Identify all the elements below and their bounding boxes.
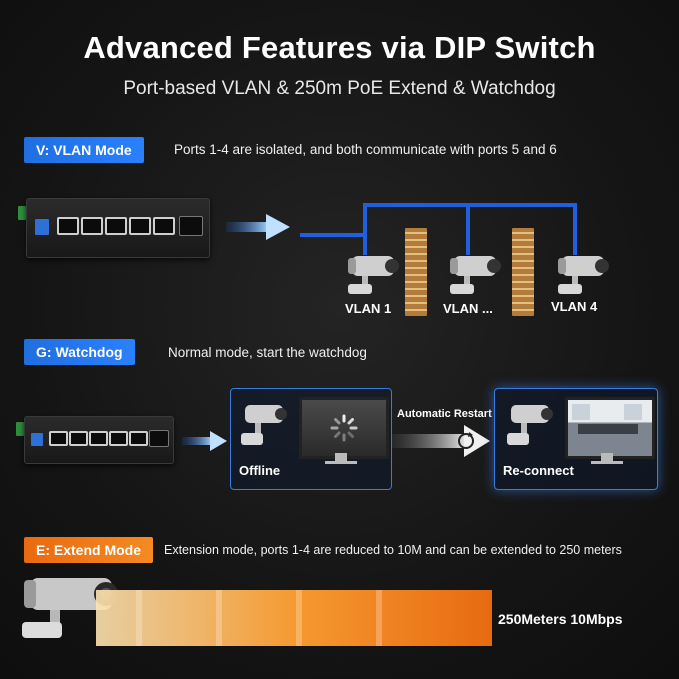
vlan-label-middle: VLAN ... [443,301,493,316]
vlan-mode-badge: V: VLAN Mode [24,137,144,163]
camera-icon [241,405,287,445]
vlan-label-1: VLAN 1 [345,301,392,316]
isolation-wall-icon [405,228,427,316]
switch-device-vlan [18,198,210,260]
camera-icon [507,405,553,445]
reconnect-label: Re-connect [503,463,574,478]
reconnect-panel: Re-connect [494,388,658,490]
camera-icon [558,256,609,294]
offline-label: Offline [239,463,281,478]
vlan-network-lines [300,203,577,255]
extend-mode-badge: E: Extend Mode [24,537,154,563]
monitor-online-icon [565,397,655,459]
vlan-description: Ports 1-4 are isolated, and both communi… [174,142,557,157]
loading-spinner-icon [330,414,358,442]
switch-device-watchdog [16,416,174,466]
offline-panel: Offline [230,388,392,490]
camera-icon [348,256,399,294]
arrow-right-icon [182,431,227,451]
isolation-wall-icon [512,228,534,316]
automatic-restart-label: Automatic Restart [397,408,492,420]
extend-speed-label: 250Meters 10Mbps [498,611,623,627]
watchdog-badge: G: Watchdog [24,339,135,365]
extend-description: Extension mode, ports 1-4 are reduced to… [164,543,622,557]
vlan-label-4: VLAN 4 [551,299,598,314]
watchdog-description: Normal mode, start the watchdog [168,345,367,360]
page-subtitle: Port-based VLAN & 250m PoE Extend & Watc… [123,78,556,99]
page-title: Advanced Features via DIP Switch [83,30,596,65]
camera-icon [450,256,501,294]
monitor-offline-icon [299,397,389,459]
arrow-right-icon [226,214,290,240]
restart-arrow-icon [392,425,490,457]
extension-beam [96,590,492,646]
